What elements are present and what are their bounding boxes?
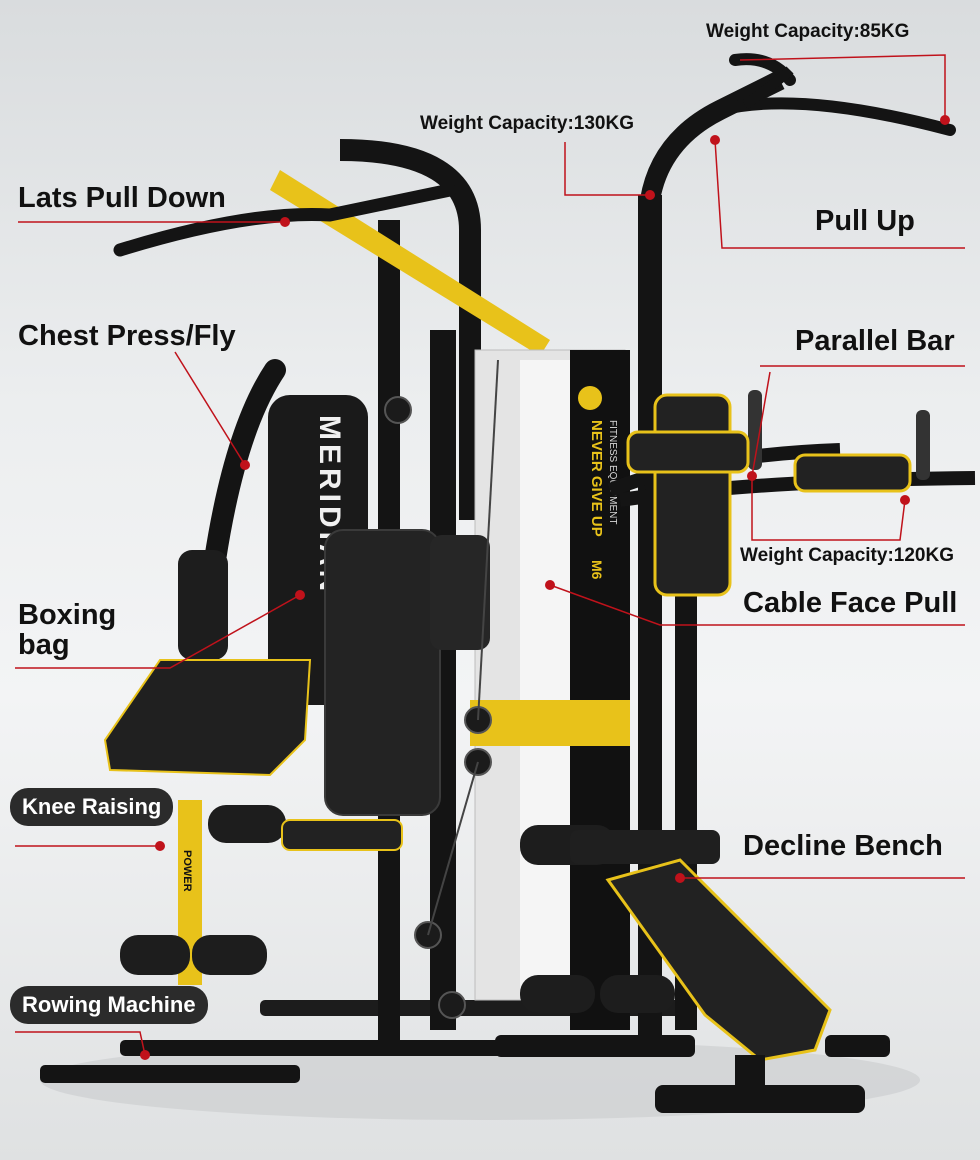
tower-model-text: M6 bbox=[589, 560, 605, 580]
knee-raising-label: Knee Raising bbox=[10, 788, 174, 826]
weight-capacity-120-label: Weight Capacity:120KG bbox=[740, 545, 954, 566]
chest-press-arm bbox=[204, 359, 286, 571]
pull-up-label: Pull Up bbox=[815, 205, 915, 237]
weight-capacity-85-label: Weight Capacity:85KG bbox=[706, 21, 910, 42]
lat-pulldown-bar bbox=[113, 183, 457, 257]
base-frame bbox=[40, 1000, 890, 1113]
tower-brand-text: NEVER GIVE UP bbox=[588, 420, 605, 537]
boxing-bag-label: Boxing bag bbox=[18, 599, 117, 662]
leg-station: POWER bbox=[120, 800, 403, 985]
preacher-pad bbox=[103, 659, 312, 777]
cable-face-pull-label: Cable Face Pull bbox=[743, 587, 958, 619]
rowing-machine-label: Rowing Machine bbox=[10, 986, 208, 1024]
weight-capacity-130-label: Weight Capacity:130KG bbox=[420, 113, 634, 134]
leader-dots bbox=[140, 115, 950, 1060]
decline-bench-label: Decline Bench bbox=[743, 830, 943, 862]
chest-press-fly-label: Chest Press/Fly bbox=[18, 320, 236, 352]
weight-stack-tower: NEVER GIVE UP FITNESS EQUIPMENT M6 bbox=[470, 349, 630, 1030]
parallel-bar-label: Parallel Bar bbox=[795, 325, 955, 357]
seat-backrest bbox=[324, 529, 441, 816]
tower-sub-text: FITNESS EQUIPMENT bbox=[607, 420, 618, 524]
decline-bench bbox=[520, 825, 832, 1095]
leader-lines bbox=[15, 54, 965, 1056]
post-text: POWER bbox=[181, 850, 193, 892]
lats-pull-down-label: Lats Pull Down bbox=[18, 182, 226, 214]
cable-pulleys bbox=[384, 359, 499, 1019]
